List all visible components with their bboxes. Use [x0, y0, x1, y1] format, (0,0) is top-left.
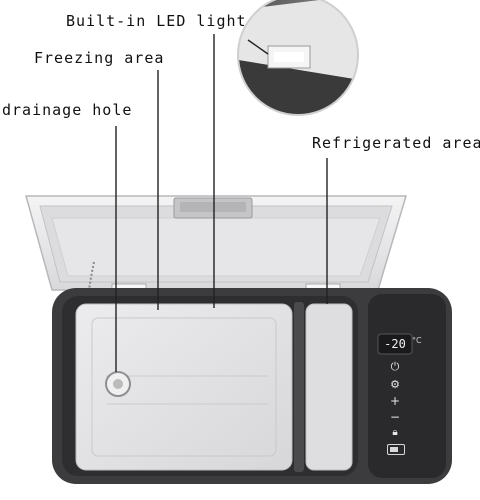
settings-icon: ⚙ [390, 378, 400, 391]
plus-icon: + [389, 394, 401, 408]
plus-button[interactable]: + [388, 394, 402, 408]
settings-button[interactable]: ⚙ [388, 378, 402, 392]
freezing-area-label: Freezing area [34, 49, 165, 67]
control-panel [368, 294, 446, 478]
power-button[interactable]: ⏻ [388, 360, 402, 374]
lock-button[interactable]: 🔒︎ [388, 426, 402, 440]
drainage-hole-label: drainage hole [2, 101, 133, 119]
battery-icon [390, 447, 398, 452]
temperature-display: -20 [384, 337, 406, 351]
fridge-body [52, 288, 452, 484]
minus-button[interactable]: − [388, 410, 402, 424]
led-light-label: Built-in LED light [66, 12, 247, 30]
led-light-inset [237, 0, 359, 116]
temperature-unit: °C [412, 336, 422, 345]
drainage-hole [105, 371, 131, 397]
power-icon: ⏻ [390, 360, 400, 373]
lock-icon: 🔒︎ [392, 427, 398, 438]
refrigerated-area-label: Refrigerated area [312, 134, 480, 152]
battery-button[interactable] [387, 444, 405, 455]
label-lines [115, 34, 328, 372]
lid [25, 195, 408, 291]
minus-icon: − [389, 410, 401, 424]
